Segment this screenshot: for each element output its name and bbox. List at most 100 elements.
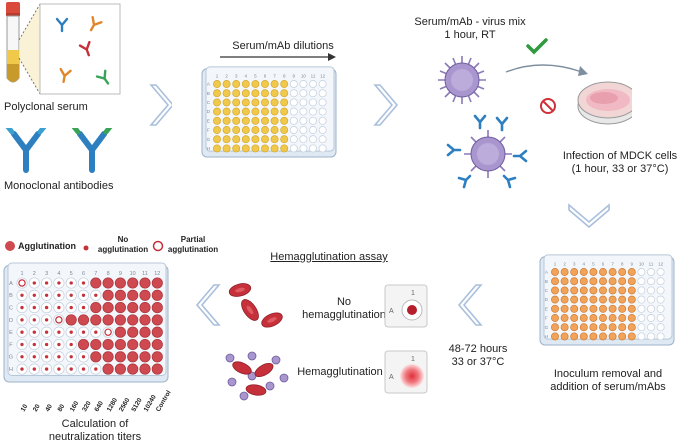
plate-well [16,338,28,351]
plate-well [647,314,655,322]
plate-column-label: 6 [82,271,85,277]
no-hemagglutination-line1: No [336,296,352,308]
plate-well [270,135,279,144]
plate-well [299,80,308,88]
plate-well [599,286,607,295]
assay-title: Hemagglutination assay [270,251,388,263]
plate-well [90,314,102,326]
plate-well [28,338,40,351]
plate-well [299,135,308,144]
plate-well [232,80,241,88]
plate-well [647,332,655,341]
titer-label: 40 [44,403,54,413]
infection-illustration [438,38,632,189]
plate-well [77,363,90,375]
plate-well [608,332,617,341]
plate-well [637,332,646,341]
plate-well [318,98,327,107]
plate-row-label: B [207,91,210,96]
plate-well [65,326,77,338]
plate-well [608,268,617,276]
plate-column-label: 3 [573,261,576,266]
plate-well [647,295,655,304]
plate-well [309,107,317,116]
plate-well [656,268,665,276]
plate-well [28,363,40,375]
plate-column-label: 12 [320,73,326,78]
plate-row-label: E [545,306,548,311]
plate-well [114,338,126,351]
plate-well [270,89,279,98]
plate-well [647,323,655,332]
plate-well [618,286,627,295]
plate-column-label: 8 [107,271,110,277]
plate-well [579,268,588,276]
plate-well [560,323,569,332]
plate-well [102,363,114,375]
plate-well [241,89,250,98]
plate-well [127,338,139,351]
infection-label: Infection of MDCK cells (1 hour, 33 or 3… [560,150,680,176]
plate-well [599,268,607,276]
plate-well [16,326,28,338]
plate-well [289,126,298,134]
plate-well [232,144,241,153]
plate-column-label: 6 [602,261,605,266]
plate-well [16,277,28,289]
plate-well [599,314,607,322]
plate-well [618,277,627,286]
incubation-label: 48-72 hours 33 or 37°C [438,343,518,369]
plate-well [222,116,231,125]
monoclonal-antibody-icon [5,128,47,173]
result-label-line1: Calculation of [61,418,129,430]
monoclonal-antibodies-label: Monoclonal antibodies [4,180,114,192]
plate-well [28,302,40,314]
plate-column-label: 7 [611,261,614,266]
plate-well [270,144,279,153]
plate-well [560,332,569,341]
plate-row-label: A [207,82,210,87]
plate-well [90,338,102,351]
plate-column-label: 4 [57,271,60,277]
plate-row-label: H [545,334,548,339]
plate-well [309,116,317,125]
dilutions-label: Serum/mAb dilutions [232,40,334,52]
curved-arrow-icon [505,64,583,73]
plate-well [65,289,77,301]
plate-well [127,277,139,289]
plate-row-label: C [545,288,549,293]
agglutinated-cells-icon [225,351,289,401]
plate-well [251,116,260,125]
plate-well [261,126,269,134]
plate-row-label: D [545,297,549,302]
plate-well [90,289,102,301]
plate-well [241,144,250,153]
plate-well [280,89,289,98]
plate-well [251,126,260,134]
plate-well [65,277,77,289]
plate-well [241,135,250,144]
plate-well [637,323,646,332]
plate-well [102,351,114,363]
plate-well [41,302,53,314]
plate-well [599,304,607,313]
plate-well [28,289,40,301]
plate-well [41,314,53,326]
plate-well [309,89,317,98]
plate-well [589,277,598,286]
plate-column-label: 10 [301,73,307,78]
plate-well [251,144,260,153]
plate-column-label: 9 [631,261,634,266]
plate-well [114,363,126,375]
plate-well [139,314,151,326]
no-hemagglutination-label: No hemagglutination [294,296,394,322]
titer-label: 640 [93,400,105,413]
plate-column-label: 9 [293,73,296,78]
legend-partial-agglutination: Partial agglutination [158,235,228,255]
titer-label: 5120 [130,397,143,413]
plate-well [289,89,298,98]
hemagglutination-well: 1 A [384,350,428,394]
plate-well [222,80,231,88]
plate-column-label: 9 [119,271,122,277]
plate-well [90,277,102,289]
